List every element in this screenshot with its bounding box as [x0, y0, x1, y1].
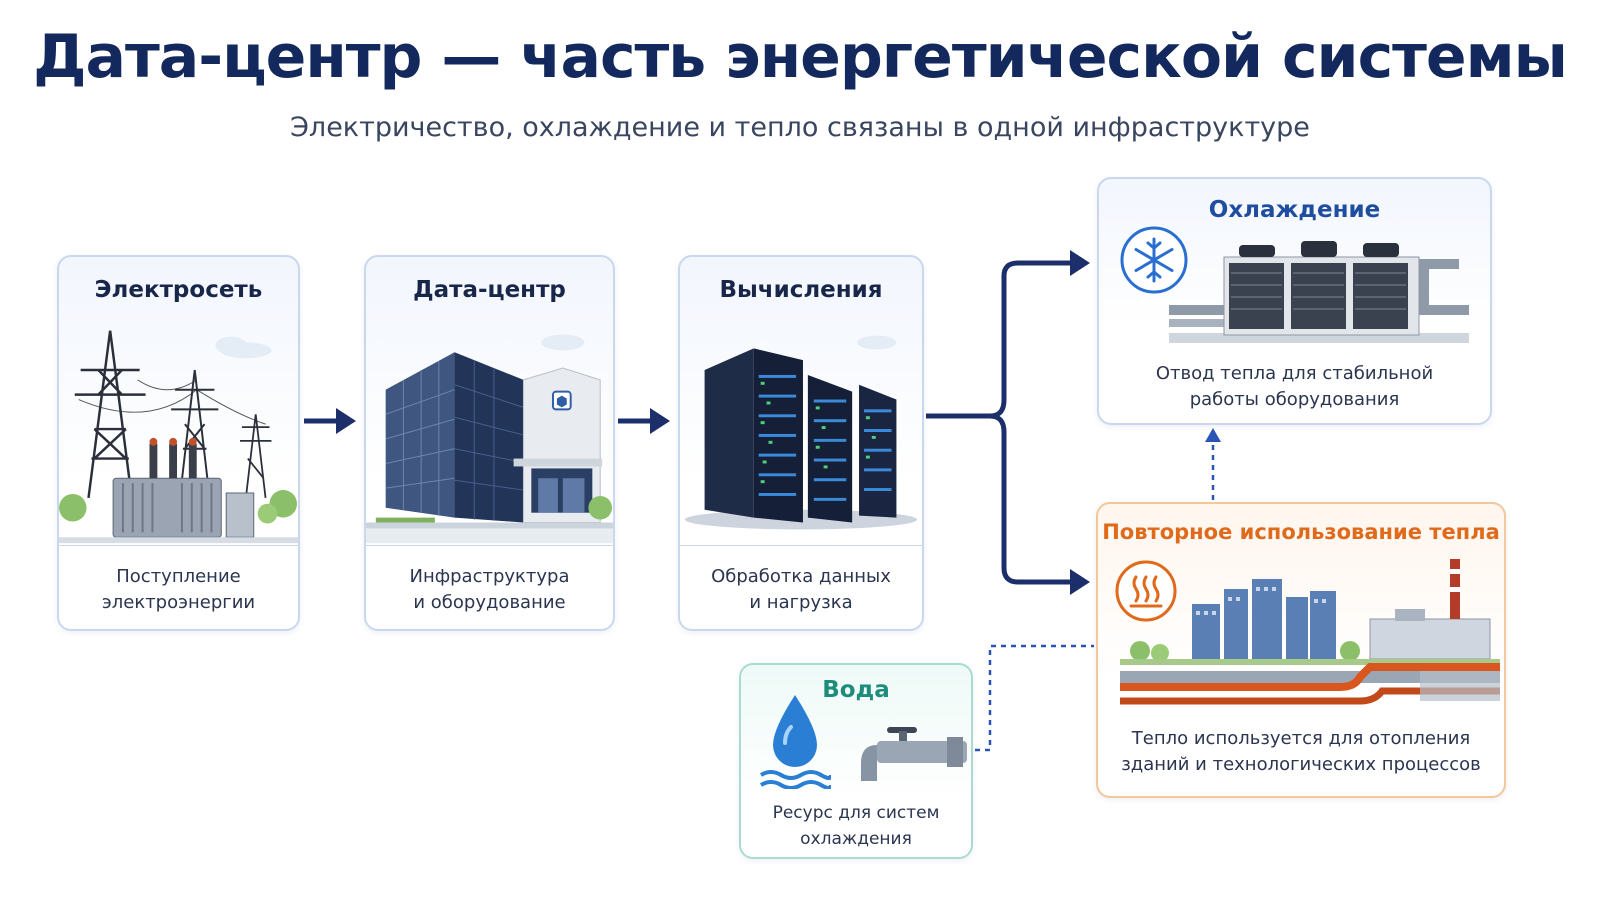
card-caption: Поступление электроэнергии [101, 566, 256, 613]
card-heat-reuse: Повторное использование тепла [1096, 502, 1506, 798]
card-title: Охлаждение [1208, 197, 1381, 223]
card-title: Электросеть [94, 277, 263, 303]
water-drop-icon [759, 695, 831, 789]
card-cooling: Охлаждение [1097, 177, 1492, 425]
arrow-datacenter-to-compute [618, 408, 670, 434]
arrow-compute-split [926, 250, 1090, 595]
cooling-unit-illustration [1169, 241, 1469, 343]
card-water: Вода Ресурс для систем охлаждения [739, 663, 973, 859]
card-title: Повторное использование тепла [1102, 520, 1500, 544]
card-caption: Инфраструктура и оборудование [409, 566, 570, 613]
card-datacenter: Дата-центр Инфраструктура и [364, 255, 615, 631]
server-racks-illustration [684, 335, 918, 530]
card-title: Дата-центр [413, 277, 566, 303]
dashed-water-to-heat [975, 644, 1094, 752]
power-grid-illustration [59, 330, 298, 544]
heat-icon [1115, 560, 1177, 622]
card-title: Вычисления [719, 277, 883, 303]
page-subtitle: Электричество, охлаждение и тепло связан… [290, 112, 1310, 143]
card-compute: Вычисления [678, 255, 924, 631]
faucet-icon [861, 727, 967, 781]
card-caption: Ресурс для систем охлаждения [772, 803, 940, 849]
card-power-grid: Электросеть [57, 255, 300, 631]
dashed-heat-to-cooling [1205, 428, 1221, 500]
card-caption: Отвод тепла для стабильной работы оборуд… [1155, 363, 1434, 410]
page-title: Дата-центр — часть энергетической систем… [33, 22, 1568, 92]
card-caption: Тепло используется для отопления зданий … [1121, 728, 1481, 775]
arrow-grid-to-datacenter [304, 408, 356, 434]
datacenter-building-illustration [366, 334, 613, 544]
card-title: Вода [822, 677, 890, 703]
card-caption: Обработка данных и нагрузка [711, 566, 891, 613]
snowflake-icon [1120, 226, 1188, 294]
city-heating-illustration [1120, 559, 1500, 705]
